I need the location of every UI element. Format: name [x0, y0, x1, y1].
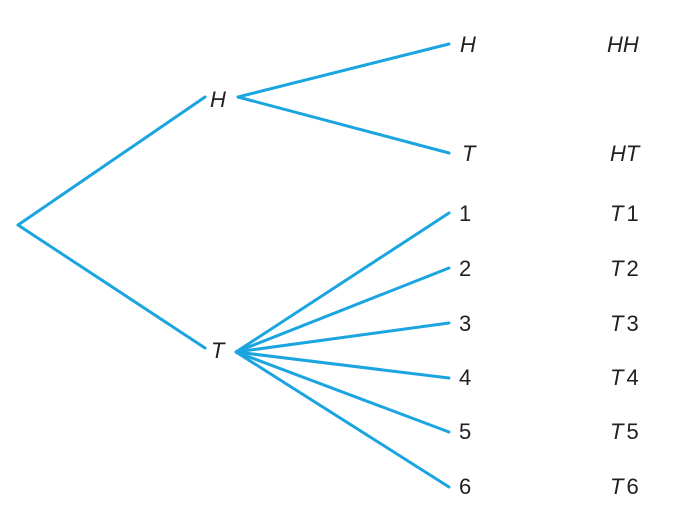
branch-h-to-h — [236, 42, 451, 99]
node-ht: T — [462, 141, 477, 166]
outcome-t2-number: 2 — [626, 256, 638, 281]
node-t: T — [211, 338, 226, 363]
branch-t-to-3 — [234, 321, 451, 354]
outcome-t4-letter: T — [610, 365, 625, 390]
outcome-hh: HH — [607, 32, 639, 57]
branch-root-to-t — [16, 223, 207, 350]
node-t2: 2 — [459, 256, 471, 281]
branch-root-to-h — [16, 95, 207, 227]
outcome-t3-number: 3 — [626, 311, 638, 336]
branch-h-to-t — [236, 95, 451, 155]
outcome-t6-number: 6 — [626, 474, 638, 499]
node-t1: 1 — [459, 201, 471, 226]
outcome-ht: HT — [610, 141, 641, 166]
node-t5: 5 — [459, 419, 471, 444]
outcome-t5-letter: T — [610, 419, 625, 444]
branch-t-to-5 — [234, 350, 451, 434]
branch-t-to-1 — [234, 211, 451, 354]
outcome-t6-letter: T — [610, 474, 625, 499]
node-h: H — [210, 87, 226, 112]
branch-t-to-4 — [234, 350, 451, 380]
node-t3: 3 — [459, 311, 471, 336]
outcome-t1-letter: T — [610, 201, 625, 226]
node-hh: H — [460, 32, 476, 57]
branch-t-to-2 — [234, 266, 451, 354]
branch-t-to-6 — [234, 350, 451, 489]
node-t4: 4 — [459, 365, 471, 390]
outcome-t5-number: 5 — [626, 419, 638, 444]
node-t6: 6 — [459, 474, 471, 499]
outcome-t1-number: 1 — [626, 201, 638, 226]
outcome-t3-letter: T — [610, 311, 625, 336]
outcome-t2-letter: T — [610, 256, 625, 281]
outcome-t4-number: 4 — [626, 365, 638, 390]
